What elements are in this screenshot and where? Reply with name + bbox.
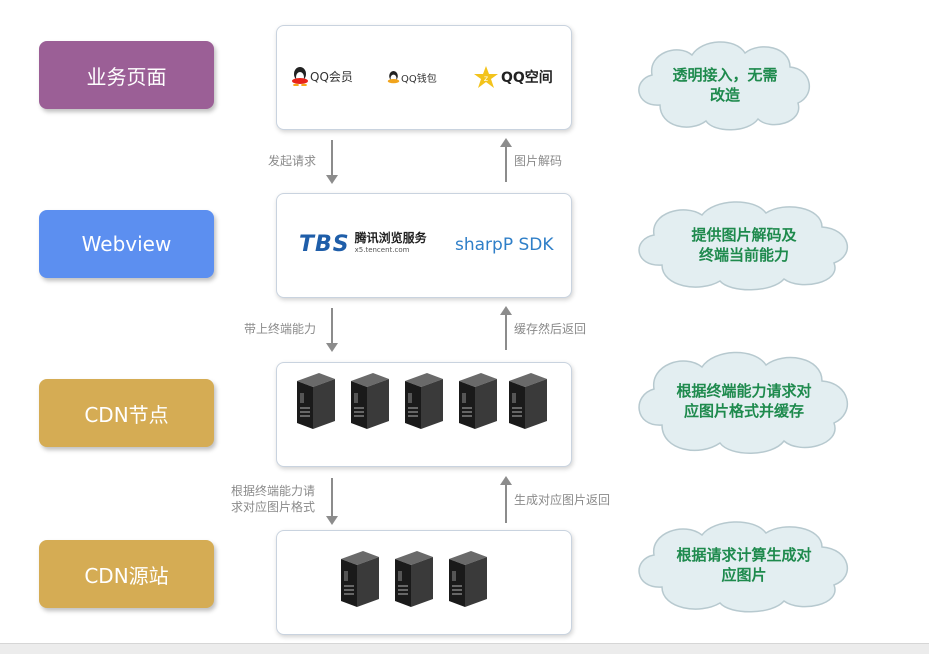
arrow-cache-up	[500, 306, 512, 350]
server-icon	[345, 371, 391, 431]
svg-text:z: z	[484, 74, 488, 83]
cloud-line: 透明接入，无需	[672, 66, 778, 84]
layer-webview: Webview	[39, 210, 214, 278]
label-cache-return: 缓存然后返回	[514, 322, 587, 336]
tbs-url: x5.tencent.com	[354, 246, 410, 254]
cdn-origin-panel	[276, 530, 572, 635]
arrow-decode-up	[500, 138, 512, 182]
cloud-text: 根据请求计算生成对应图片	[628, 515, 860, 615]
qq-member-label: QQ会员	[310, 69, 353, 84]
cloud-text: 提供图片解码及终端当前能力	[628, 197, 860, 293]
cloud-line: 根据请求计算生成对	[676, 546, 812, 564]
sharpp-sdk-label: sharpP SDK	[455, 235, 554, 255]
cloud-text: 透明接入，无需改造	[630, 35, 820, 135]
cloud-shape	[638, 41, 811, 131]
cloud-shape	[638, 521, 849, 613]
cloud-note-3: 根据终端能力请求对应图片格式并缓存	[628, 345, 860, 457]
qq-member-logo: QQ会员	[291, 66, 353, 86]
tbs-text: 腾讯浏览服务 x5.tencent.com	[355, 232, 427, 256]
qq-wallet-logo: QQ钱包	[387, 70, 437, 85]
cloud-line: 应图片格式并缓存	[683, 402, 804, 420]
cloud-note-4: 根据请求计算生成对应图片	[628, 515, 860, 615]
cloud-shape	[638, 201, 849, 291]
server-icon	[335, 549, 381, 609]
arrow-capability-down	[326, 308, 338, 352]
layer-label: 业务页面	[86, 64, 167, 89]
layer-label: CDN源站	[84, 563, 169, 588]
label-request-format: 根据终端能力请 求对应图片格式	[231, 483, 315, 515]
layer-cdn-origin: CDN源站	[39, 540, 214, 608]
tbs-name: 腾讯浏览服务	[354, 231, 427, 245]
server-icon	[453, 371, 499, 431]
layer-cdn-node: CDN节点	[39, 379, 214, 447]
penguin-icon	[292, 67, 308, 86]
penguin-icon	[387, 71, 400, 84]
arrow-request-down	[326, 140, 338, 184]
label-request-format-line2: 求对应图片格式	[231, 500, 316, 514]
webview-panel: TBS 腾讯浏览服务 x5.tencent.com sharpP SDK	[276, 193, 572, 298]
label-request-format-line1: 根据终端能力请	[231, 484, 316, 498]
cloud-line: 终端当前能力	[698, 246, 789, 264]
qq-zone-logo: z QQ空间	[474, 66, 553, 88]
qq-wallet-label: QQ钱包	[401, 74, 437, 85]
cloud-note-2: 提供图片解码及终端当前能力	[628, 197, 860, 293]
server-icon	[389, 549, 435, 609]
cloud-note-1: 透明接入，无需改造	[630, 35, 820, 135]
cloud-line: 根据终端能力请求对	[676, 382, 812, 400]
arrow-generate-up	[500, 476, 512, 523]
server-icon	[399, 371, 445, 431]
arrow-format-request-down	[326, 478, 338, 525]
cloud-line: 应图片	[721, 566, 767, 584]
server-icon	[503, 371, 549, 431]
cloud-text: 根据终端能力请求对应图片格式并缓存	[628, 345, 860, 457]
star-icon: z	[474, 66, 498, 88]
layer-label: Webview	[81, 232, 172, 256]
label-with-capability: 带上终端能力	[244, 322, 317, 336]
apps-panel: QQ会员 QQ钱包 z QQ空间	[276, 25, 572, 130]
cloud-line: 提供图片解码及	[691, 226, 797, 244]
server-icon	[443, 549, 489, 609]
cdn-node-panel	[276, 362, 572, 467]
qq-zone-label: QQ空间	[501, 70, 553, 86]
label-initiate-request: 发起请求	[268, 154, 317, 168]
layer-business-page: 业务页面	[39, 41, 214, 109]
server-icon	[291, 371, 337, 431]
tbs-logo: TBS 腾讯浏览服务 x5.tencent.com	[299, 232, 427, 257]
layer-label: CDN节点	[84, 402, 169, 427]
label-generate-return: 生成对应图片返回	[514, 493, 611, 507]
tbs-wordmark: TBS	[299, 232, 350, 257]
bottom-scroll-bar	[0, 643, 929, 654]
label-image-decode: 图片解码	[514, 154, 563, 168]
cloud-line: 改造	[709, 86, 740, 104]
cloud-shape	[638, 351, 849, 454]
